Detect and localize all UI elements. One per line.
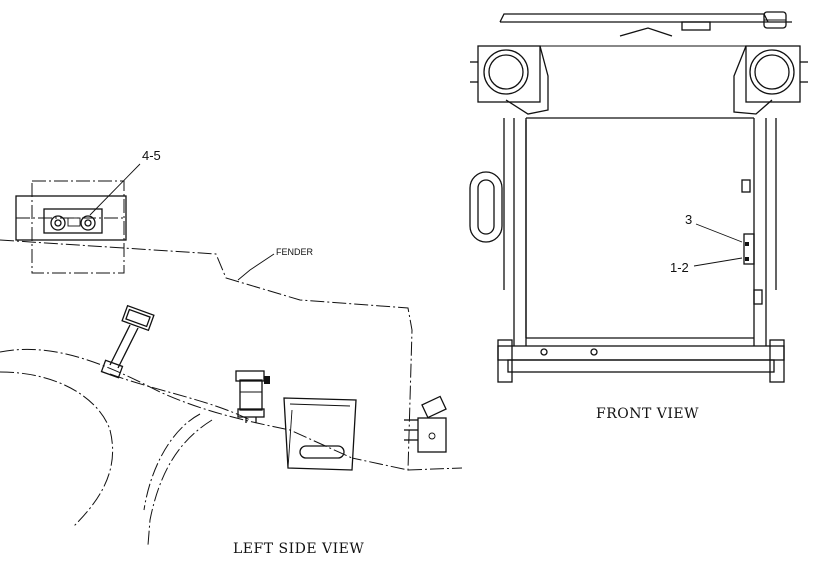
front-view <box>469 11 808 383</box>
callout-3: 3 <box>685 212 692 227</box>
rod-component <box>100 304 155 379</box>
bottom-crossbar <box>497 339 785 383</box>
connector-module <box>15 180 127 274</box>
callout-1-2-leader <box>693 257 743 267</box>
relay-component <box>235 370 270 423</box>
callout-4-5: 4-5 <box>142 148 161 163</box>
bracket-plate <box>283 397 357 471</box>
top-beam <box>499 13 792 47</box>
callout-4-5-leader <box>89 163 141 216</box>
right-cylinder-mount <box>733 11 808 115</box>
body-curves <box>0 348 353 546</box>
switch-component <box>404 395 447 453</box>
callout-1-2: 1-2 <box>670 260 689 275</box>
fender-outline <box>0 239 463 471</box>
inner-panel <box>525 120 763 339</box>
frame-rails <box>503 117 777 346</box>
left-side-view-title: LEFT SIDE VIEW <box>233 541 364 557</box>
handle-left <box>469 171 503 243</box>
left-side-view <box>0 163 463 546</box>
fender-leader <box>237 253 275 281</box>
callout-3-leader <box>695 223 743 243</box>
front-view-title: FRONT VIEW <box>596 406 699 422</box>
left-cylinder-mount <box>470 45 549 115</box>
fender-label: FENDER <box>276 247 314 257</box>
